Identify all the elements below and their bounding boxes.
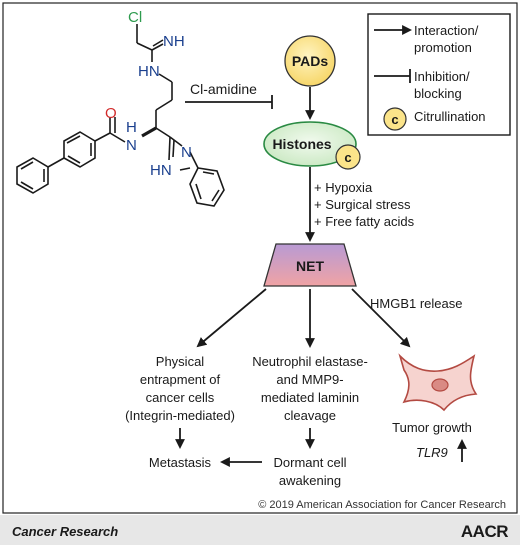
citrulline-badge-label: c	[344, 150, 351, 165]
legend-interaction-line-2: promotion	[414, 40, 472, 55]
legend-citrullination-label: Citrullination	[414, 109, 486, 124]
footer-bar	[0, 515, 520, 545]
cl-amidine-label: Cl-amidine	[190, 81, 257, 97]
condition-hypoxia: + Hypoxia	[314, 180, 373, 195]
cl-amidine-structure	[16, 24, 225, 207]
legend-interaction-line-1: Interaction/	[414, 23, 479, 38]
proteolysis-line-2: and MMP9-	[276, 372, 343, 387]
legend-inhibition-icon	[374, 69, 411, 83]
copyright-notice: © 2019 American Association for Cancer R…	[258, 499, 506, 511]
proteolysis-line-4: cleavage	[284, 408, 336, 423]
entrapment-line-3: cancer cells	[146, 390, 215, 405]
net-node	[263, 243, 357, 287]
arrow-net-to-entrapment	[196, 288, 267, 348]
dormant-line-2: awakening	[279, 473, 341, 488]
cl-amidine-atoms: Cl NH HN O N H N HN	[105, 9, 192, 179]
histones-label: Histones	[272, 136, 331, 152]
amide-h-atom: H	[126, 119, 137, 136]
pads-label: PADs	[292, 53, 329, 69]
legend-inhibition-line-2: blocking	[414, 86, 462, 101]
dormant-line-1: Dormant cell	[274, 455, 347, 470]
histones-node	[263, 121, 357, 167]
net-label: NET	[296, 258, 324, 274]
tumor-growth-label: Tumor growth	[392, 420, 472, 435]
ring-hn-atom: HN	[150, 162, 172, 179]
aacr-logo: AACR	[461, 522, 508, 541]
tumor-cell-nucleus	[431, 378, 449, 392]
metastasis-label: Metastasis	[149, 455, 212, 470]
legend-inhibition-line-1: Inhibition/	[414, 69, 470, 84]
hmgb1-release-label: HMGB1 release	[370, 296, 462, 311]
chlorine-atom: Cl	[128, 9, 142, 26]
journal-name: Cancer Research	[12, 524, 118, 539]
tlr9-label: TLR9	[416, 445, 448, 460]
amine-hn-atom: HN	[138, 63, 160, 80]
legend-citrullination-icon-label: c	[391, 112, 398, 127]
entrapment-line-4: (Integrin-mediated)	[125, 408, 235, 423]
outcome-proteolysis: Neutrophil elastase- and MMP9- mediated …	[252, 354, 368, 423]
outcome-entrapment: Physical entrapment of cancer cells (Int…	[125, 354, 235, 423]
legend-citrullination-icon	[383, 107, 407, 131]
entrapment-line-1: Physical	[156, 354, 205, 369]
oxygen-atom: O	[105, 105, 117, 122]
citrulline-badge	[335, 144, 361, 170]
condition-free-fatty-acids: + Free fatty acids	[314, 214, 415, 229]
condition-surgical-stress: + Surgical stress	[314, 197, 411, 212]
inhibition-arrow-cl-amidine	[185, 95, 273, 109]
proteolysis-line-1: Neutrophil elastase-	[252, 354, 368, 369]
arrow-net-to-tumor-growth	[351, 288, 411, 348]
ring-n-atom: N	[181, 144, 192, 161]
proteolysis-line-3: mediated laminin	[261, 390, 359, 405]
entrapment-line-2: entrapment of	[140, 372, 221, 387]
imine-nh-atom: NH	[163, 33, 185, 50]
pads-node	[284, 35, 336, 87]
amide-n-atom: N	[126, 137, 137, 154]
